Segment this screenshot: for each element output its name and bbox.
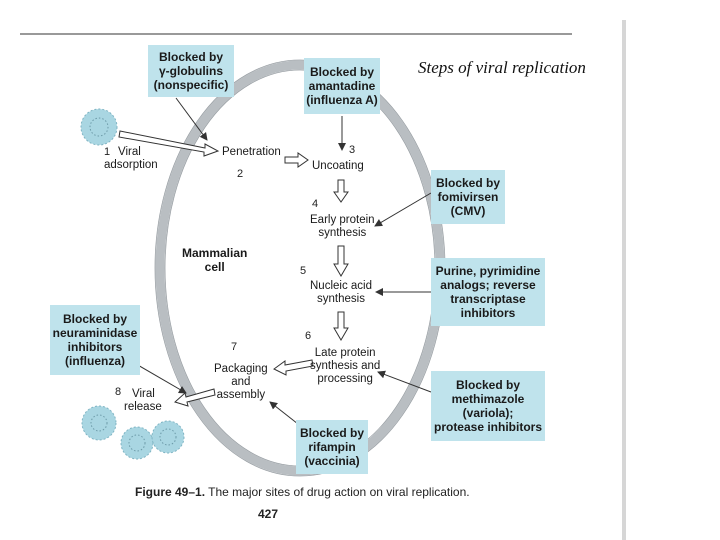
arrow-methimazole (377, 370, 432, 393)
blocker-line: fomivirsen (437, 190, 499, 204)
blocker-fomivirsen: Blocked by fomivirsen (CMV) (431, 170, 505, 224)
blocker-line: protease inhibitors (433, 420, 543, 434)
blocker-line: (CMV) (450, 204, 486, 218)
blocker-line: Blocked by (299, 426, 365, 440)
step-number: 7 (231, 341, 238, 353)
step-label-early-protein: Early protein synthesis (310, 214, 375, 240)
blocker-line: analogs; reverse (440, 278, 536, 292)
blocker-neuraminidase: Blocked by neuraminidase inhibitors (inf… (50, 305, 140, 375)
virus-particle (81, 405, 117, 441)
blocker-line: (vaccinia) (304, 454, 360, 468)
virus-particle (80, 108, 118, 146)
page-edge (622, 20, 626, 540)
step-label-line: release (124, 401, 162, 413)
virus-particle (120, 426, 154, 460)
blocker-line: Blocked by (309, 65, 375, 79)
step-label-line: Early protein (310, 214, 375, 226)
blocker-line: Blocked by (62, 312, 128, 326)
step-label-adsorption: Viral adsorption (104, 146, 158, 172)
blocker-line: Purine, pyrimidine (435, 264, 541, 278)
step-label-uncoating: Uncoating (312, 160, 364, 173)
step-number: 5 (300, 265, 307, 277)
step-label-nucleic-acid: Nucleic acid synthesis (310, 280, 372, 306)
blocker-line: (influenza A) (306, 93, 378, 107)
flow-arrow-adsorption-penetration (118, 130, 220, 157)
blocker-purine-pyrimidine: Purine, pyrimidine analogs; reverse tran… (431, 258, 545, 326)
step-label-line: adsorption (104, 159, 158, 171)
slide-heading: Steps of viral replication (418, 58, 586, 77)
blocker-line: Blocked by (455, 378, 521, 392)
arrow-rifampin (269, 401, 299, 425)
step-label-line: synthesis (317, 293, 365, 305)
blocker-line: inhibitors (460, 306, 516, 320)
step-number: 6 (305, 330, 312, 342)
step-label-line: Packaging (214, 363, 268, 375)
step-label-line: assembly (216, 389, 266, 401)
cell-label-line: cell (204, 260, 225, 274)
step-number: 2 (237, 168, 244, 180)
arrow-fomivirsen (374, 192, 432, 227)
flow-arrow-uncoating-early (333, 179, 349, 203)
flow-arrow-early-nucleic (333, 245, 349, 277)
cell-label-line: Mammalian (182, 246, 248, 260)
figure-caption-label: Figure 49–1. (135, 485, 206, 499)
step-label-release: Viral release (124, 388, 162, 414)
step-label-line: Penetration (222, 146, 281, 158)
step-label-line: and (231, 376, 251, 388)
blocker-line: (nonspecific) (153, 78, 229, 92)
figure-caption-text: The major sites of drug action on viral … (208, 485, 470, 499)
blocker-line: γ-globulins (159, 64, 223, 78)
step-number: 3 (349, 144, 356, 156)
step-label-line: Uncoating (312, 160, 364, 172)
blocker-line: Blocked by (435, 176, 501, 190)
step-label-late-protein: Late protein synthesis and processing (310, 347, 380, 386)
step-label-line: Viral (118, 146, 141, 158)
blocker-line: inhibitors (67, 340, 123, 354)
blocker-rifampin: Blocked by rifampin (vaccinia) (296, 420, 368, 474)
step-label-line: Nucleic acid (310, 280, 372, 292)
blocker-line: (influenza) (65, 354, 125, 368)
flow-arrow-nucleic-late (333, 311, 349, 341)
step-label-line: processing (317, 373, 373, 385)
step-number: 4 (312, 198, 319, 210)
blocker-line: rifampin (308, 440, 356, 454)
blocker-line: methimazole (451, 392, 525, 406)
blocker-line: transcriptase (450, 292, 526, 306)
blocker-amantadine: Blocked by amantadine (influenza A) (304, 58, 380, 114)
cell-label: Mammalian cell (182, 246, 247, 274)
blocker-line: (variola); (462, 406, 514, 420)
arrow-gamma-globulins (175, 97, 208, 141)
step-number: 1 (104, 146, 111, 158)
virus-particle (151, 420, 185, 454)
step-label-line: Viral (132, 388, 155, 400)
step-number: 8 (115, 386, 122, 398)
step-label-line: synthesis and (310, 360, 381, 372)
blocker-methimazole: Blocked by methimazole (variola); protea… (431, 371, 545, 441)
step-label-line: synthesis (318, 227, 367, 239)
flow-arrow-late-packaging (273, 359, 314, 376)
step-label-line: Late protein (314, 347, 376, 359)
blocker-line: amantadine (308, 79, 376, 93)
page-number: 427 (258, 507, 279, 521)
step-label-packaging: Packaging and assembly (214, 363, 268, 402)
step-label-penetration: Penetration (222, 146, 281, 159)
blocker-line: neuraminidase (52, 326, 138, 340)
flow-arrow-penetration-uncoating (284, 152, 309, 168)
blocker-gamma-globulins: Blocked by γ-globulins (nonspecific) (148, 45, 234, 97)
blocker-line: Blocked by (158, 50, 224, 64)
figure-caption: Figure 49–1. The major sites of drug act… (135, 485, 470, 499)
